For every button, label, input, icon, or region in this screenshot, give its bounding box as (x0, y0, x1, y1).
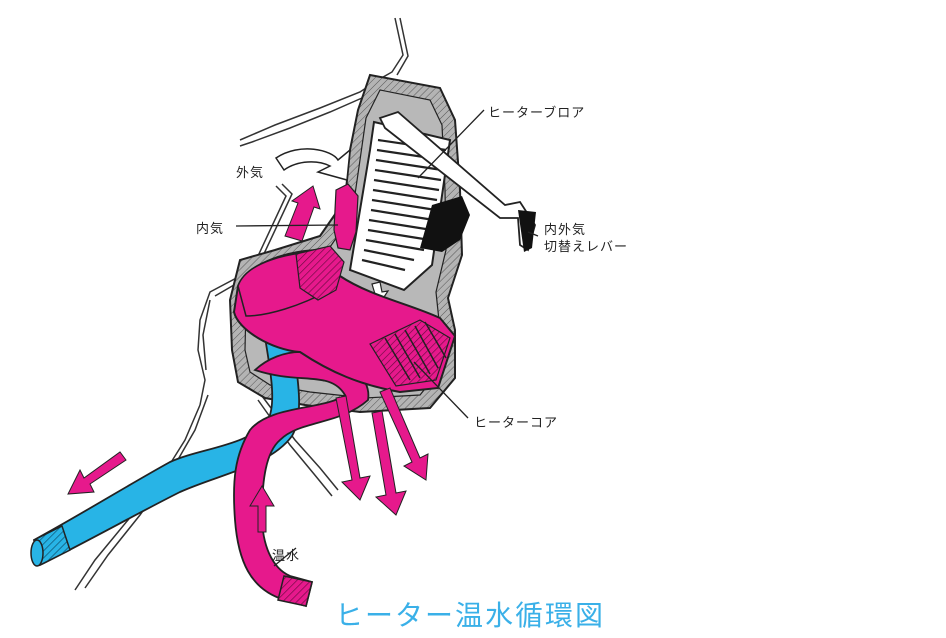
label-lever-line2: 切替えレバー (544, 240, 629, 255)
outside-air-arrow (274, 148, 351, 181)
label-lever: 内外気 切替えレバー (544, 222, 628, 256)
label-lever-line1: 内外気 (544, 223, 587, 238)
inside-air-arrow (284, 185, 321, 242)
label-hot-water: 温水 (272, 549, 301, 564)
return-water-arrow (67, 451, 127, 495)
outlet-arrow-1 (335, 395, 371, 501)
leader-lines (235, 109, 539, 567)
air-damper (333, 183, 359, 251)
outlet-arrow-2 (371, 410, 407, 516)
label-inside-air: 内気 (196, 222, 225, 237)
outlet-air-arrows (335, 387, 429, 516)
leader-lever (527, 231, 539, 237)
outlet-arrow-3 (379, 387, 429, 481)
label-outside-air: 外気 (236, 166, 265, 181)
air-switch-lever (378, 110, 536, 252)
leader-heater-core (413, 361, 469, 419)
leader-heater-blower (417, 109, 485, 179)
heater-core (232, 245, 457, 394)
hot-water-arrow (249, 485, 275, 533)
diagram-title: ヒーター温水循環図 (335, 599, 606, 632)
label-heater-blower: ヒーターブロア (488, 106, 586, 121)
leader-hot-water (273, 547, 297, 567)
label-heater-core: ヒーターコア (474, 416, 559, 431)
leader-inside-air (235, 224, 339, 227)
